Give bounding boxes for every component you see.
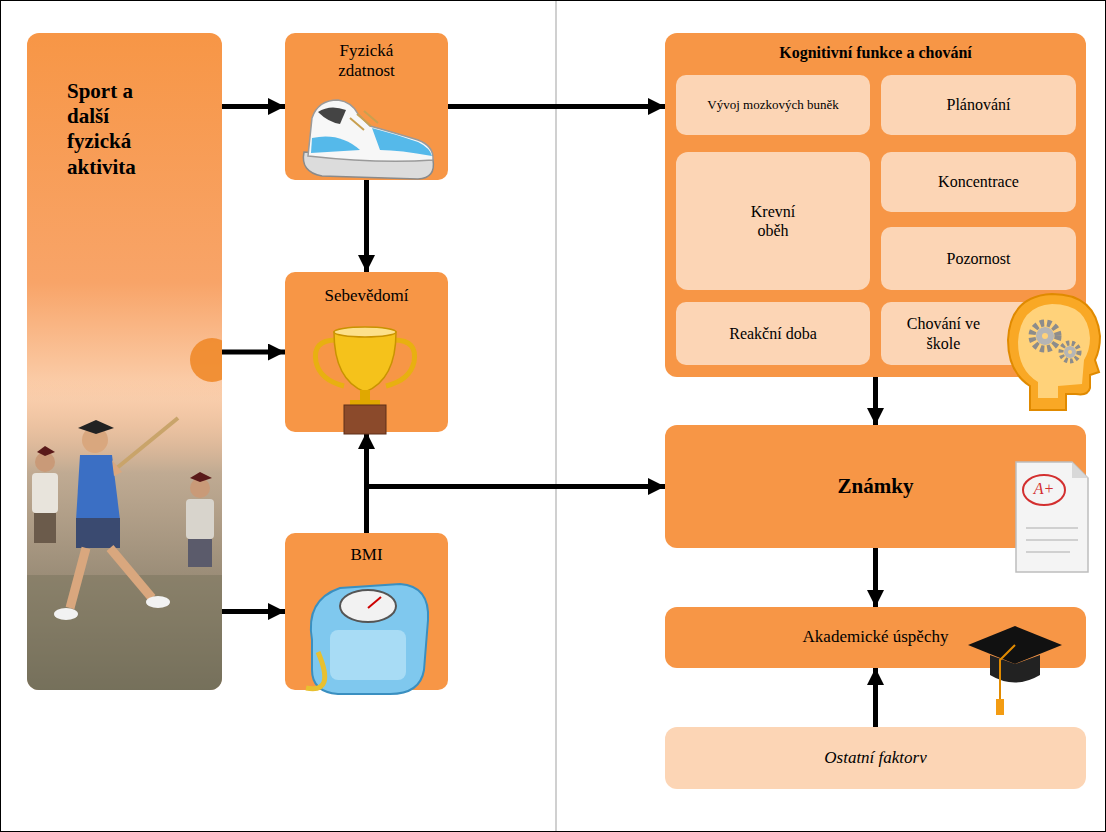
head-gears-icon — [1061, 343, 1079, 361]
scale-icon — [306, 584, 428, 694]
sport-photo — [70, 548, 86, 608]
scale-icon — [306, 652, 325, 689]
flow-arrow — [873, 548, 878, 607]
sport-photo — [32, 473, 58, 513]
sport-photo — [186, 499, 214, 539]
head-gears-icon — [1032, 323, 1058, 349]
sport-photo — [188, 539, 212, 567]
box-text: Fyzická zdatnost — [315, 41, 418, 82]
box-text: Sport a další fyzická aktivita — [67, 79, 150, 180]
head-gears-icon — [1008, 294, 1100, 410]
sport-photo — [146, 596, 170, 608]
sport-photo — [112, 460, 122, 476]
flow-arrow — [222, 609, 285, 614]
sport-photo — [27, 338, 222, 690]
box-text: Známky — [838, 474, 914, 499]
sport-photo — [190, 472, 212, 482]
graduation-cap-icon — [1000, 645, 1015, 700]
graduation-cap-icon — [996, 699, 1004, 715]
box-text: Akademické úspěchy — [803, 627, 949, 647]
flow-arrow — [873, 668, 878, 727]
sneaker-icon — [311, 137, 360, 154]
flow-arrow — [448, 104, 665, 109]
sport-photo — [190, 338, 222, 382]
box-text: Ostatní faktorv — [824, 748, 926, 768]
flow-arrow — [364, 180, 369, 272]
graded-paper-icon — [1026, 551, 1070, 553]
flow-arrow — [222, 104, 285, 109]
head-gears-icon — [1036, 327, 1054, 345]
box-text: BMI — [350, 545, 382, 565]
sneaker-icon — [308, 100, 433, 161]
graded-paper-icon — [1072, 462, 1088, 478]
box-text: Krevní oběh — [736, 202, 810, 240]
graded-paper-icon — [1016, 462, 1088, 572]
trophy-icon — [344, 405, 386, 434]
sport-photo — [78, 420, 114, 434]
trophy-icon — [315, 327, 414, 434]
trophy-icon — [334, 332, 396, 392]
sport-photo — [76, 518, 120, 548]
trophy-icon — [350, 400, 380, 405]
sneaker-icon — [303, 100, 433, 179]
flow-arrow — [222, 350, 285, 355]
head-gears-icon — [1018, 304, 1090, 398]
trophy-icon — [334, 327, 396, 337]
sneaker-icon — [350, 111, 378, 130]
scale-icon — [340, 590, 396, 622]
head-gears-icon — [1042, 333, 1048, 339]
head-gears-icon — [1008, 294, 1100, 410]
function-box: Reakční doba — [676, 302, 870, 365]
function-box: Plánování — [881, 75, 1076, 135]
head-gears-icon — [1068, 350, 1072, 354]
box-text: Chování ve škole — [891, 314, 996, 352]
grade-mark: A+ — [1029, 479, 1059, 498]
sport-photo — [110, 548, 152, 598]
scale-icon — [368, 597, 381, 608]
box-text: Kognitivní funkce a chování — [779, 43, 971, 62]
box-text: Pozornost — [947, 249, 1011, 268]
head-gears-icon — [1064, 346, 1076, 358]
sport-photo — [27, 380, 222, 690]
box-text: Koncentrace — [938, 172, 1019, 191]
sport-photo — [54, 608, 78, 620]
sport-photo — [112, 418, 178, 472]
function-box: Vývoj mozkových buněk — [676, 75, 870, 135]
sport-photo — [37, 446, 55, 456]
sport-photo — [27, 575, 222, 690]
graded-paper-icon — [1026, 539, 1078, 541]
sport-photo — [34, 513, 56, 543]
flow-arrow — [873, 377, 878, 425]
box-text: Sebevědomí — [324, 286, 408, 306]
factor-box: Ostatní faktorv — [665, 727, 1086, 789]
graded-paper-icon — [1026, 527, 1078, 529]
flow-arrow — [367, 487, 666, 534]
graded-paper-icon — [1016, 462, 1088, 572]
scale-icon — [311, 584, 428, 694]
function-box: Pozornost — [881, 227, 1076, 290]
sneaker-icon — [372, 128, 432, 156]
box-text: Reakční doba — [729, 324, 817, 343]
graded-paper-icon — [1023, 475, 1065, 505]
box-text: Vývoj mozkových buněk — [707, 97, 838, 113]
scale-icon — [330, 630, 406, 680]
graduation-cap-icon — [968, 626, 1062, 715]
function-box: Koncentrace — [881, 152, 1076, 212]
function-box: Krevní oběh — [676, 152, 870, 290]
sneaker-icon — [318, 107, 346, 124]
divider-line — [555, 1, 557, 831]
box-text: Plánování — [947, 95, 1011, 114]
